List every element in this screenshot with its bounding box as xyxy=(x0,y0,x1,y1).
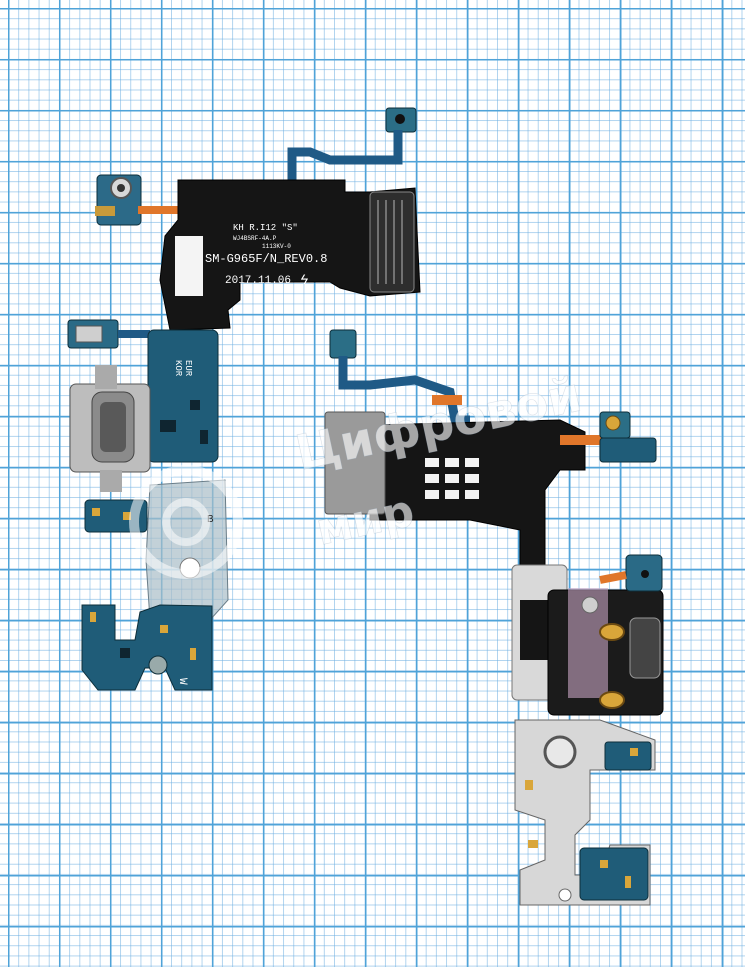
board-letter: W xyxy=(176,678,188,685)
mic-hole-icon xyxy=(641,570,649,578)
maker-mark: ϟ xyxy=(300,273,308,289)
flex-label-line1: KH R.I12 "S" xyxy=(233,223,298,233)
pad-grid xyxy=(425,458,479,499)
pcb-components xyxy=(160,400,208,444)
connector-block xyxy=(369,191,415,293)
region-label-2: KOR xyxy=(173,360,183,377)
orange-cable-segment xyxy=(432,395,462,405)
right-small-board xyxy=(599,437,657,463)
main-black-flex xyxy=(159,179,421,331)
right-winding-cable xyxy=(338,356,470,425)
right-flex-cable-assembly xyxy=(324,329,664,906)
connector-mark: B xyxy=(207,514,214,525)
bracket-tab xyxy=(95,365,117,389)
date-label: 2017.11.06 xyxy=(225,275,291,287)
blue-board-bottom xyxy=(579,847,649,901)
metal-can xyxy=(324,411,386,515)
gold-eyelet-bottom xyxy=(599,691,625,709)
bottom-hole-icon xyxy=(558,888,572,902)
flex-label-line3: 1113KV-0 xyxy=(262,243,291,250)
gold-eyelet-top xyxy=(599,623,625,641)
flex-label-line2: WJ4BSRF-4A.P xyxy=(233,235,277,242)
top-winding-cable xyxy=(287,130,403,190)
region-label-1: EUR xyxy=(183,360,193,377)
top-mic-hole-icon xyxy=(395,114,405,124)
watermark-logo-icon xyxy=(129,465,243,579)
speaker-ring-icon xyxy=(148,655,168,675)
left-flex-cable-assembly: KH R.I12 "S" WJ4BSRF-4A.P 1113KV-0 SM-G9… xyxy=(67,107,421,691)
white-sticker xyxy=(175,236,203,296)
board-components xyxy=(90,612,196,660)
mic-can-icon xyxy=(75,325,103,343)
blue-board-side xyxy=(604,741,652,771)
top-sensor-pad xyxy=(329,329,357,359)
right-components xyxy=(525,748,638,888)
usb-c-port-right xyxy=(629,617,661,679)
model-label: SM-G965F/N_REV0.8 xyxy=(205,252,327,266)
bottom-u-board xyxy=(81,604,213,691)
black-bracket-piece xyxy=(520,600,548,660)
connector-pins xyxy=(377,200,403,284)
bracket-tab-bottom xyxy=(100,470,122,492)
round-button-ring-icon xyxy=(543,735,577,769)
screw-post-icon xyxy=(581,596,599,614)
